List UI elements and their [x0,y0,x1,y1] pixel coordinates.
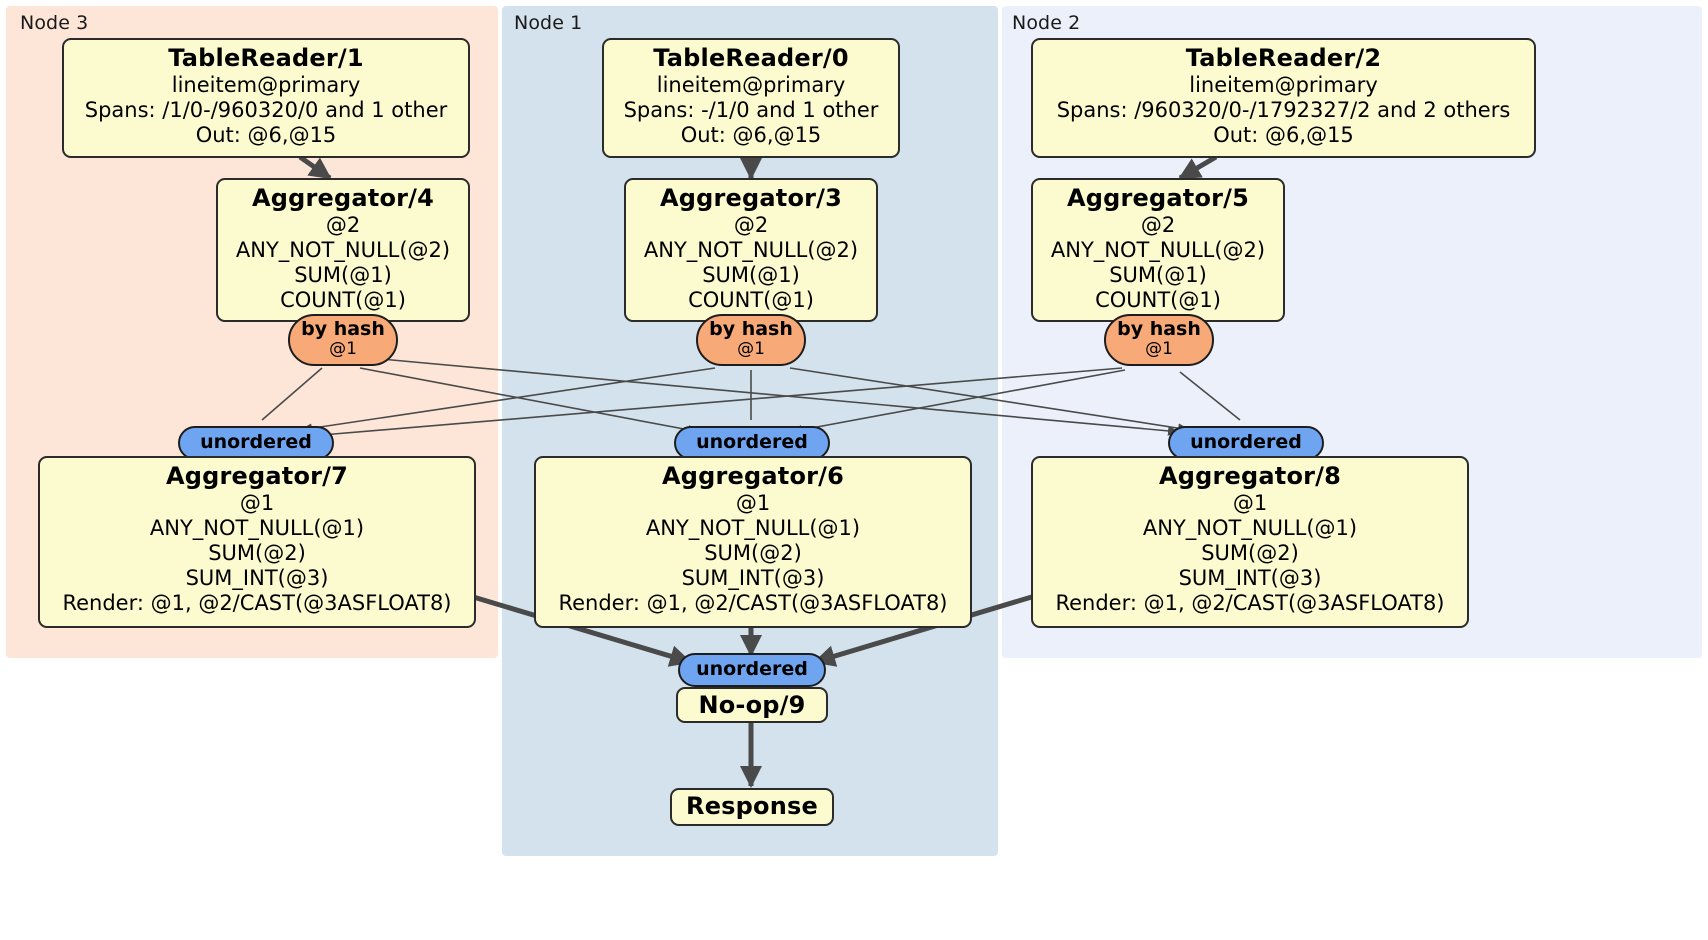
processor-detail-line: ANY_NOT_NULL(@1) [645,516,861,540]
processor-render-line: Render: @1, @2/CAST(@3ASFLOAT8) [558,591,948,615]
synchronizer-right[interactable]: unordered [1168,426,1324,460]
processor-detail-line: Spans: /960320/0-/1792327/2 and 2 others [1056,98,1511,122]
processor-detail-line: ANY_NOT_NULL(@1) [149,516,365,540]
synchronizer-label: unordered [696,658,808,681]
processor-detail-line: @2 [1140,213,1176,237]
synchronizer-label: unordered [696,431,808,454]
node-label-node3: Node 3 [20,12,89,34]
processor-aggregator-7[interactable]: Aggregator/7 @1 ANY_NOT_NULL(@1) SUM(@2)… [38,456,476,628]
router-column: @1 [737,338,765,359]
processor-title: Aggregator/7 [165,462,349,490]
processor-aggregator-5[interactable]: Aggregator/5 @2 ANY_NOT_NULL(@2) SUM(@1)… [1031,178,1285,322]
processor-detail-line: Out: @6,@15 [1213,123,1354,147]
processor-detail-line: Out: @6,@15 [195,123,337,147]
router-label: by hash [301,318,385,340]
processor-detail-line: lineitem@primary [171,73,361,97]
processor-title: Aggregator/6 [661,462,845,490]
processor-detail-line: @1 [735,491,771,515]
processor-title: Aggregator/5 [1066,184,1250,212]
node-label-node1: Node 1 [514,12,583,34]
processor-detail-line: SUM_INT(@3) [681,566,825,590]
processor-title: No-op/9 [698,691,806,719]
processor-aggregator-6[interactable]: Aggregator/6 @1 ANY_NOT_NULL(@1) SUM(@2)… [534,456,972,628]
hash-router-center[interactable]: by hash @1 [696,314,806,366]
processor-detail-line: SUM_INT(@3) [185,566,329,590]
processor-title: Aggregator/8 [1158,462,1342,490]
processor-tablereader-2[interactable]: TableReader/2 lineitem@primary Spans: /9… [1031,38,1536,158]
router-column: @1 [1145,338,1173,359]
processor-detail-line: SUM(@1) [702,263,800,287]
synchronizer-label: unordered [1190,431,1302,454]
processor-detail-line: lineitem@primary [656,73,846,97]
processor-detail-line: ANY_NOT_NULL(@2) [643,238,859,262]
processor-detail-line: SUM(@2) [1201,541,1299,565]
processor-detail-line: Spans: -/1/0 and 1 other [623,98,879,122]
processor-title: Response [686,792,818,820]
processor-detail-line: lineitem@primary [1189,73,1378,97]
processor-aggregator-4[interactable]: Aggregator/4 @2 ANY_NOT_NULL(@2) SUM(@1)… [216,178,470,322]
processor-detail-line: @2 [325,213,361,237]
processor-detail-line: ANY_NOT_NULL(@2) [1050,238,1266,262]
processor-detail-line: @1 [1232,491,1268,515]
router-column: @1 [329,338,357,359]
processor-detail-line: ANY_NOT_NULL(@1) [1142,516,1358,540]
processor-detail-line: SUM(@1) [294,263,392,287]
synchronizer-label: unordered [200,431,312,454]
processor-title: TableReader/2 [1185,44,1382,72]
processor-noop-9[interactable]: No-op/9 [676,687,828,723]
processor-detail-line: COUNT(@1) [688,288,814,312]
hash-router-right[interactable]: by hash @1 [1104,314,1214,366]
processor-aggregator-3[interactable]: Aggregator/3 @2 ANY_NOT_NULL(@2) SUM(@1)… [624,178,878,322]
processor-render-line: Render: @1, @2/CAST(@3ASFLOAT8) [1055,591,1445,615]
processor-render-line: Render: @1, @2/CAST(@3ASFLOAT8) [62,591,452,615]
processor-detail-line: SUM(@2) [208,541,306,565]
processor-detail-line: @2 [733,213,769,237]
processor-tablereader-1[interactable]: TableReader/1 lineitem@primary Spans: /1… [62,38,470,158]
processor-detail-line: COUNT(@1) [1095,288,1221,312]
processor-detail-line: Out: @6,@15 [680,123,822,147]
node-label-node2: Node 2 [1012,12,1081,34]
processor-detail-line: @1 [239,491,275,515]
hash-router-left[interactable]: by hash @1 [288,314,398,366]
processor-title: Aggregator/3 [659,184,843,212]
processor-response[interactable]: Response [670,788,834,826]
processor-detail-line: SUM(@1) [1109,263,1207,287]
processor-title: TableReader/1 [168,44,364,72]
synchronizer-final[interactable]: unordered [678,653,826,687]
processor-detail-line: Spans: /1/0-/960320/0 and 1 other [84,98,448,122]
processor-detail-line: ANY_NOT_NULL(@2) [235,238,451,262]
synchronizer-left[interactable]: unordered [178,426,334,460]
router-label: by hash [709,318,793,340]
processor-tablereader-0[interactable]: TableReader/0 lineitem@primary Spans: -/… [602,38,900,158]
router-label: by hash [1117,318,1201,340]
processor-title: TableReader/0 [653,44,849,72]
processor-detail-line: SUM(@2) [704,541,802,565]
synchronizer-center[interactable]: unordered [674,426,830,460]
processor-aggregator-8[interactable]: Aggregator/8 @1 ANY_NOT_NULL(@1) SUM(@2)… [1031,456,1469,628]
processor-detail-line: SUM_INT(@3) [1178,566,1322,590]
processor-detail-line: COUNT(@1) [280,288,406,312]
processor-title: Aggregator/4 [251,184,435,212]
